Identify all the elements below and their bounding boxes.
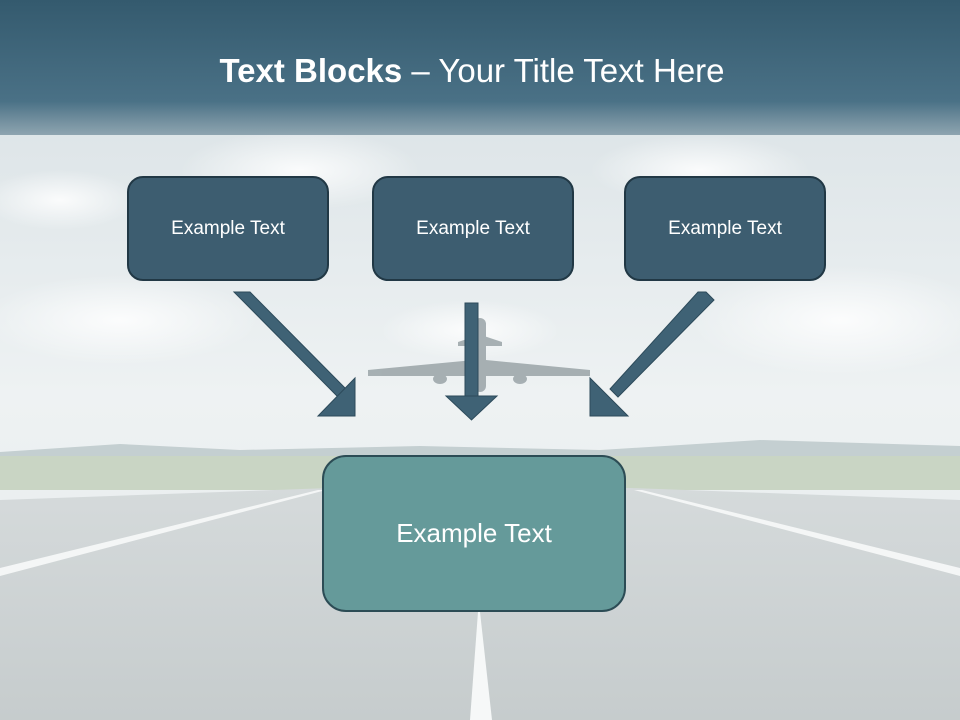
text-block-center-label: Example Text xyxy=(416,217,530,239)
title-dash: – xyxy=(402,52,439,89)
arrow-left-to-bottom xyxy=(232,291,356,417)
arrow-center-to-bottom xyxy=(444,302,499,421)
title-bold-part: Text Blocks xyxy=(219,52,403,89)
text-block-center: Example Text xyxy=(372,176,574,281)
slide-title: Text Blocks – Your Title Text Here xyxy=(0,52,944,90)
clouds xyxy=(0,130,960,375)
arrow-right-to-bottom xyxy=(589,291,715,417)
text-block-right: Example Text xyxy=(624,176,826,281)
text-block-bottom: Example Text xyxy=(322,455,626,612)
title-rest: Your Title Text Here xyxy=(438,52,725,89)
text-block-bottom-label: Example Text xyxy=(396,518,552,548)
text-block-left: Example Text xyxy=(127,176,329,281)
text-block-right-label: Example Text xyxy=(668,217,782,239)
text-block-left-label: Example Text xyxy=(171,217,285,239)
